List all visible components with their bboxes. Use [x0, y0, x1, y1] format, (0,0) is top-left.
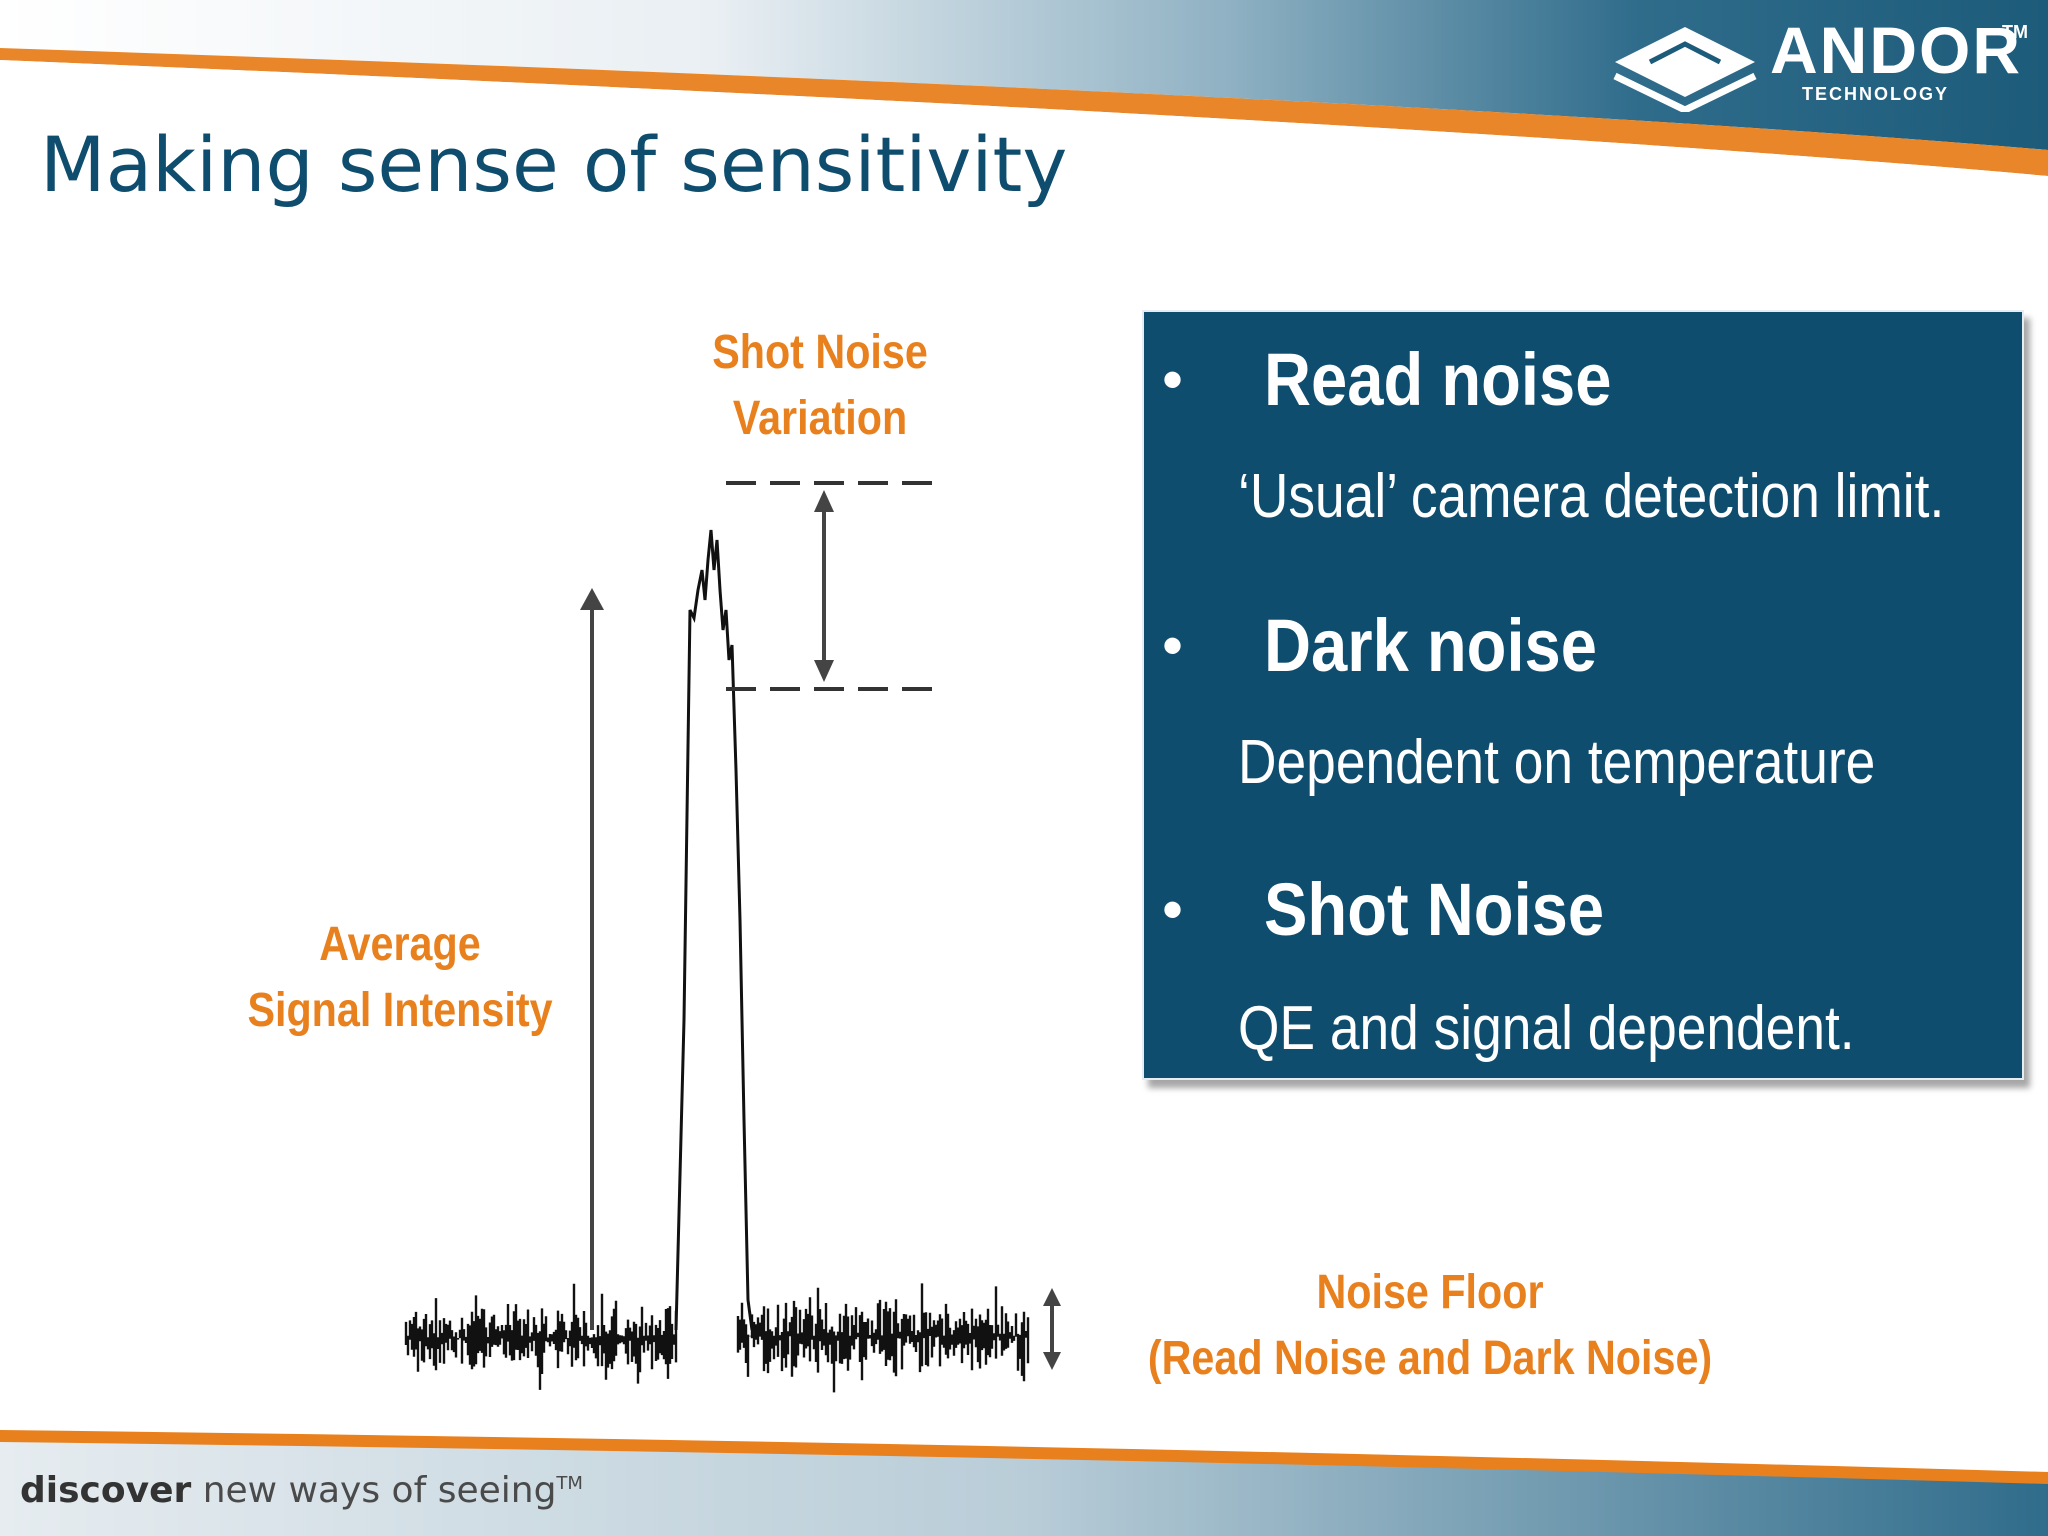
- average-signal-arrow-head: [580, 588, 604, 610]
- noise-trace-strokes: [736, 1283, 1030, 1393]
- noise-floor-label-line1: Noise Floor: [1316, 1266, 1544, 1319]
- noise-trace-strokes: [404, 1283, 678, 1390]
- signal-trace-diagram: [404, 481, 1061, 1393]
- average-signal-label: Average Signal Intensity: [228, 912, 572, 1044]
- header-band: [0, 0, 2048, 190]
- tagline-trademark: TM: [556, 1473, 583, 1494]
- signal-peak-trace: [674, 529, 754, 1331]
- logo-trademark: TM: [2002, 22, 2028, 42]
- desc-dark-noise: Dependent on temperature: [1238, 728, 1876, 797]
- noise-floor-trace-right: [736, 1283, 1030, 1393]
- tagline-bold: discover: [20, 1470, 192, 1511]
- bullet-dark-noise: •: [1162, 612, 1184, 679]
- shot-noise-label-line1: Shot Noise: [712, 326, 928, 379]
- andor-logo: ANDOR TM TECHNOLOGY: [1610, 13, 2030, 124]
- heading-read-noise: Read noise: [1264, 338, 1612, 421]
- footer-tagline: discover new ways of seeingTM: [20, 1470, 583, 1511]
- logo-subtitle: TECHNOLOGY: [1802, 84, 1950, 104]
- sensitivity-diagram: Shot Noise Variation Average Signal Inte…: [0, 300, 1712, 1410]
- tagline-rest: new ways of seeing: [191, 1470, 557, 1511]
- shot-noise-variation-label: Shot Noise Variation: [682, 320, 957, 452]
- shot-noise-arrow-head-bottom: [814, 660, 834, 682]
- bullet-read-noise: •: [1162, 346, 1184, 413]
- page-title: Making sense of sensitivity: [40, 120, 1068, 209]
- desc-shot-noise: QE and signal dependent.: [1238, 994, 1855, 1063]
- desc-read-noise: ‘Usual’ camera detection limit.: [1238, 462, 1945, 531]
- shot-noise-arrow-head-top: [814, 490, 834, 512]
- shot-noise-label-line2: Variation: [732, 392, 908, 445]
- bullet-shot-noise: •: [1162, 876, 1184, 943]
- heading-dark-noise: Dark noise: [1264, 604, 1597, 687]
- average-label-line2: Signal Intensity: [247, 984, 553, 1037]
- heading-shot-noise: Shot Noise: [1264, 868, 1605, 951]
- noise-floor-arrow-head-top: [1043, 1288, 1061, 1306]
- noise-floor-label-line2: (Read Noise and Dark Noise): [1147, 1332, 1713, 1385]
- average-label-line1: Average: [319, 918, 481, 971]
- footer-band: [0, 1430, 2048, 1536]
- noise-floor-arrow-head-bottom: [1043, 1352, 1061, 1370]
- logo-wordmark: ANDOR: [1770, 13, 2022, 87]
- noise-floor-trace-left: [404, 1283, 678, 1390]
- andor-logo-icon: [1613, 27, 1757, 112]
- noise-types-box: • Read noise ‘Usual’ camera detection li…: [1142, 310, 2024, 1080]
- noise-floor-label: Noise Floor (Read Noise and Dark Noise): [1112, 1260, 1748, 1392]
